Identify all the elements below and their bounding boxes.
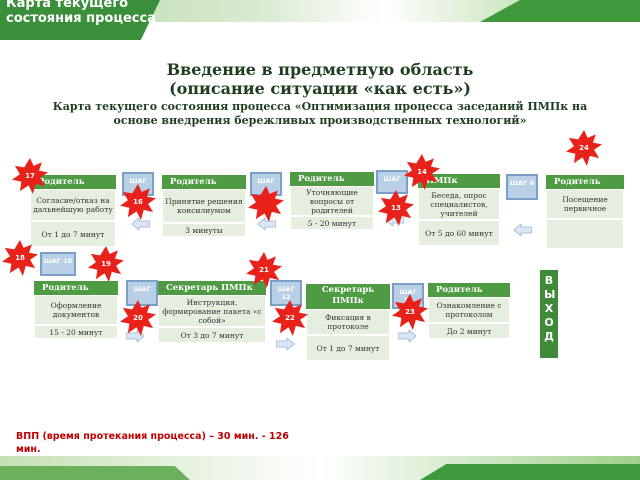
process-card: Родитель Уточняющие вопросы от родителей… [290, 172, 374, 230]
card-header: Родитель [546, 175, 624, 189]
process-card: Родитель Оформление документов 15 - 20 м… [34, 281, 118, 339]
card-activity: Оформление документов [34, 295, 118, 325]
process-card: Секретарь ПМПк Фиксация в протоколе От 1… [306, 284, 390, 361]
subtitle: Карта текущего состояния процесса «Оптим… [52, 100, 588, 127]
bottom-banner-right [420, 464, 640, 480]
process-card: Родитель Ознакомление с протоколом До 2 … [428, 283, 510, 339]
card-header: Секретарь ПМПк [306, 284, 390, 309]
problem-burst-icon: 24 [566, 130, 602, 166]
card-activity: Уточняющие вопросы от родителей [290, 186, 374, 216]
card-time: 5 - 20 минут [290, 216, 374, 230]
card-activity: Беседа, опрос специалистов, учителей [418, 188, 500, 220]
card-activity: Инструкция, формирование пакета «с собой… [158, 295, 266, 327]
exit-text: ВЫХОД [544, 274, 556, 343]
card-time: От 1 до 7 минут [306, 335, 390, 361]
card-time: От 5 до 60 минут [418, 220, 500, 246]
card-header: Родитель [428, 283, 510, 297]
card-time: До 2 минут [428, 323, 510, 339]
exit-label: ВЫХОД [540, 270, 558, 358]
slide-title: Карта текущего состояния процесса [6, 0, 156, 26]
card-header: Родитель [34, 281, 118, 295]
card-header: Родитель [30, 175, 116, 189]
step-box: ШАГ [376, 170, 408, 194]
bottom-banner [0, 456, 640, 480]
top-banner [0, 0, 640, 22]
card-activity: Принятие решения консилиумом [162, 189, 246, 223]
card-time: 15 - 20 минут [34, 325, 118, 339]
arrow-left-icon [258, 218, 276, 230]
step-box: ШАГ 12 [270, 280, 302, 306]
main-heading: Введение в предметную область [166, 60, 474, 79]
step-box: ШАГ 6 [506, 174, 538, 200]
card-header: ПМПк [418, 174, 500, 188]
card-activity: Посещение первичное [546, 189, 624, 219]
process-card: ПМПк Беседа, опрос специалистов, учителе… [418, 174, 500, 246]
process-card: Секретарь ПМПк Инструкция, формирование … [158, 281, 266, 343]
arrow-right-icon [276, 338, 294, 350]
process-card: Родитель Принятие решения консилиумом 3 … [162, 175, 246, 237]
process-card: Родитель Согласие/отказ на дальнейшую ра… [30, 175, 116, 247]
step-box: ШАГ [126, 280, 158, 306]
card-activity: Фиксация в протоколе [306, 309, 390, 335]
arrow-left-icon [132, 218, 150, 230]
bottom-banner-left [0, 466, 190, 480]
card-header: Секретарь ПМПк [158, 281, 266, 295]
process-card: Родитель Посещение первичное [546, 175, 624, 249]
process-time-note: ВПП (время протекания процесса) – 30 мин… [16, 431, 289, 455]
card-activity: Ознакомление с протоколом [428, 297, 510, 323]
card-time: 3 минуты [162, 223, 246, 237]
arrow-right-icon [398, 330, 416, 342]
card-header: Родитель [290, 172, 374, 186]
step-box: ШАГ 10 [40, 252, 76, 276]
card-time [546, 219, 624, 249]
card-header: Родитель [162, 175, 246, 189]
top-banner-accent [480, 0, 640, 22]
arrow-left-icon [514, 224, 532, 236]
card-time: От 1 до 7 минут [30, 221, 116, 247]
main-heading-2: (описание ситуации «как есть») [169, 79, 471, 98]
problem-burst-icon: 19 [88, 246, 124, 282]
card-time: От 3 до 7 минут [158, 327, 266, 343]
title-box [0, 0, 160, 40]
card-activity: Согласие/отказ на дальнейшую работу [30, 189, 116, 221]
